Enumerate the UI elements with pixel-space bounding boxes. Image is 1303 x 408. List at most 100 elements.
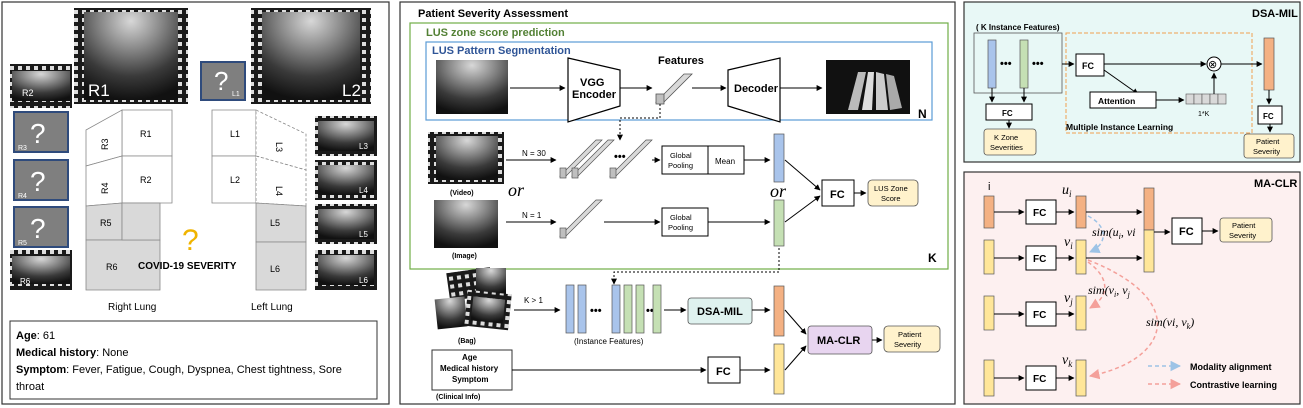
clinical-info-box: Age: 61 Medical history: None Symptom: F… xyxy=(9,320,378,400)
zone-r1: R1 xyxy=(140,129,152,139)
dsa-instance-bar xyxy=(987,39,997,89)
clinical-info-input xyxy=(431,349,513,391)
arrow-video-fc xyxy=(784,159,821,191)
k-label: K xyxy=(928,251,937,265)
n30-label: N = 30 xyxy=(522,149,546,158)
us-frame-l4: L4 xyxy=(315,160,377,200)
instance-bar xyxy=(652,284,662,334)
pooling-label-1: Pooling xyxy=(668,161,693,170)
right-lung-diagram: R1 R2 R3 R4 R5 R6 xyxy=(85,109,173,291)
ma-clr-panel: MA-CLR i FC ui i FC vi j FC vj k FC xyxy=(963,171,1301,405)
symptom-value-2: throat xyxy=(16,381,44,393)
ma-input-bar-vk xyxy=(983,359,995,397)
dsa-instance-bar xyxy=(1019,39,1029,89)
ma-emb-bar-u xyxy=(1075,195,1087,229)
unknown-r3: ? R3 xyxy=(13,111,69,153)
otimes-glyph: ⊗ xyxy=(1208,59,1217,71)
patient-label: Patient xyxy=(898,330,922,339)
slot-l2-label: L2 xyxy=(342,81,361,100)
unknown-l1: ? L1 xyxy=(200,61,246,101)
sim-vi-vk-label: sim(vi, vk) xyxy=(1146,315,1194,331)
ma-emb-bar-vk xyxy=(1075,359,1087,397)
bag-label: (Bag) xyxy=(458,338,476,345)
dsa-mil-panel: DSA-MIL ( K Instance Features) ••• ••• F… xyxy=(963,1,1301,163)
ci-symptom: Symptom xyxy=(452,375,488,384)
n1-label: N = 1 xyxy=(522,211,542,220)
qmark-severity-icon: ? xyxy=(182,224,199,257)
video-input xyxy=(428,132,504,184)
dsa-fc-label-3: FC xyxy=(1263,112,1274,121)
ma-input-bar-vj xyxy=(983,295,995,331)
us-frame-l5: L5 xyxy=(315,204,377,244)
qmark-icon: ? xyxy=(30,118,46,149)
zone-l6: L6 xyxy=(270,264,280,274)
instance-bar xyxy=(565,284,575,334)
dsa-fc-box-2 xyxy=(1075,53,1105,77)
left-lung-diagram: L1 L2 L3 L4 L5 L6 xyxy=(211,109,307,291)
ma-fc-label: FC xyxy=(1033,254,1046,265)
unknown-r5: ? R5 xyxy=(13,206,69,248)
video-feature-bar xyxy=(773,133,785,183)
zone-r3: R3 xyxy=(100,138,110,150)
seg-stripe xyxy=(848,72,866,110)
slot-r4-label: R4 xyxy=(18,193,27,200)
instance-bar xyxy=(623,284,633,334)
n-label: N xyxy=(918,107,927,121)
ma-fc-label: FC xyxy=(1033,310,1046,321)
dsa-fc-label-1: FC xyxy=(1002,109,1013,118)
seg-stripe xyxy=(876,72,888,110)
ma-concat-bar-top xyxy=(1143,187,1155,231)
attention-label: Attention xyxy=(1098,96,1135,106)
mean-box xyxy=(707,145,745,175)
ma-emb-bar-vj xyxy=(1075,295,1087,331)
image-label: (Image) xyxy=(452,253,477,260)
mil-dashed-box xyxy=(1065,32,1253,134)
k-instance-label: ( K Instance Features) xyxy=(976,23,1060,32)
ellipsis: ••• xyxy=(590,305,602,317)
zone-r5: R5 xyxy=(100,218,112,228)
zone-prediction-title: LUS zone score prediction xyxy=(426,27,565,39)
slot-r6-label: R6 xyxy=(20,277,31,286)
score-label: Score xyxy=(881,194,901,203)
ma-patient-label: Patient xyxy=(1232,221,1256,230)
instance-features-frame xyxy=(973,32,1063,94)
qmark-icon: ? xyxy=(214,66,228,96)
us-frame-r1: R1 xyxy=(74,8,188,104)
dotted-link-features xyxy=(617,104,661,141)
global-label-2: Global xyxy=(670,213,692,222)
attention-weights xyxy=(1185,93,1227,105)
clinical-feature-bar xyxy=(773,343,785,395)
slot-l5-label: L5 xyxy=(359,230,368,239)
k-gt-label: K > 1 xyxy=(524,296,543,305)
legend-modality: Modality alignment xyxy=(1190,362,1272,372)
ellipsis: ••• xyxy=(1000,58,1012,70)
ma-fc-out-box xyxy=(1171,217,1203,245)
history-line: Medical history: None xyxy=(16,347,129,359)
segmentation-title: LUS Pattern Segmentation xyxy=(432,45,571,57)
ma-clr-label: MA-CLR xyxy=(817,335,860,347)
u-i-symbol: ui xyxy=(1062,183,1072,199)
ellipsis: ••• xyxy=(646,305,658,317)
unknown-r4: ? R4 xyxy=(13,159,69,201)
video-label: (Video) xyxy=(450,190,474,197)
feature-block-face xyxy=(655,93,665,105)
ellipsis: ••• xyxy=(614,151,626,163)
global-label-1: Global xyxy=(670,151,692,160)
zone-r6: R6 xyxy=(106,262,118,272)
slot-r2-label: R2 xyxy=(22,88,34,98)
lus-zone-score-box xyxy=(867,179,919,207)
ma-input-bar-vi xyxy=(983,239,995,275)
mil-label: Multiple Instance Learning xyxy=(1066,122,1173,132)
dsa-mil-label: DSA-MIL xyxy=(697,306,743,318)
ma-title: MA-CLR xyxy=(1254,178,1297,190)
ma-fc-box xyxy=(1025,365,1057,391)
ellipsis: ••• xyxy=(1032,58,1044,70)
slot-r5-label: R5 xyxy=(18,240,27,247)
slot-r1-label: R1 xyxy=(88,81,110,100)
image-input xyxy=(434,200,498,248)
or-label-2: or xyxy=(770,181,787,201)
arrow-image-fc xyxy=(784,195,821,223)
ci-age: Age xyxy=(462,353,478,362)
ma-fc-label: FC xyxy=(1033,208,1046,219)
decoder-label: Decoder xyxy=(734,83,779,95)
